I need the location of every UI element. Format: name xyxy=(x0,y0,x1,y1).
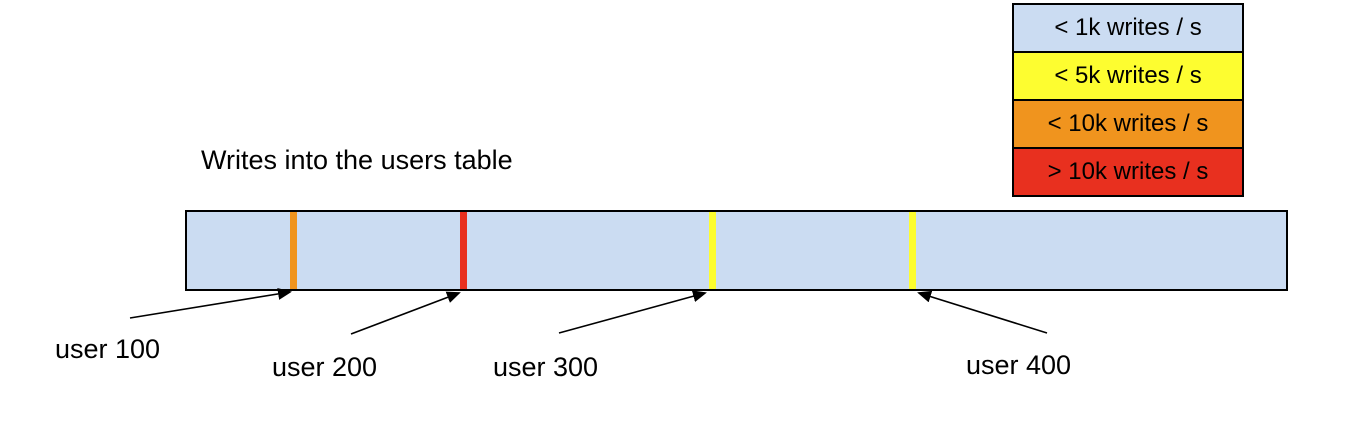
legend-item-label: < 1k writes / s xyxy=(1054,14,1202,41)
write-hotspot-stripe-user-300 xyxy=(709,212,716,289)
legend-item-lt-1k: < 1k writes / s xyxy=(1012,3,1244,53)
legend-item-label: < 10k writes / s xyxy=(1047,110,1209,137)
user-300-label: user 300 xyxy=(493,352,599,382)
user-200-label: user 200 xyxy=(272,352,378,382)
diagram-title: Writes into the users table xyxy=(201,145,513,175)
write-hotspot-stripe-user-100 xyxy=(290,212,297,289)
user-400-label: user 400 xyxy=(966,350,1072,380)
arrow-user-300 xyxy=(558,290,707,334)
user-100-label: user 100 xyxy=(55,334,161,364)
legend-item-gt-10k: > 10k writes / s xyxy=(1012,147,1244,197)
legend-item-lt-5k: < 5k writes / s xyxy=(1012,51,1244,101)
legend-item-label: < 5k writes / s xyxy=(1054,62,1202,89)
arrow-user-400 xyxy=(917,290,1048,334)
write-hotspot-stripe-user-400 xyxy=(909,212,916,289)
users-table-bar xyxy=(185,210,1288,291)
legend-item-lt-10k: < 10k writes / s xyxy=(1012,99,1244,149)
arrow-user-100 xyxy=(129,288,292,319)
legend: < 1k writes / s < 5k writes / s < 10k wr… xyxy=(1012,3,1244,197)
arrow-user-200 xyxy=(350,291,461,335)
write-hotspot-stripe-user-200 xyxy=(460,212,467,289)
legend-item-label: > 10k writes / s xyxy=(1047,158,1209,185)
